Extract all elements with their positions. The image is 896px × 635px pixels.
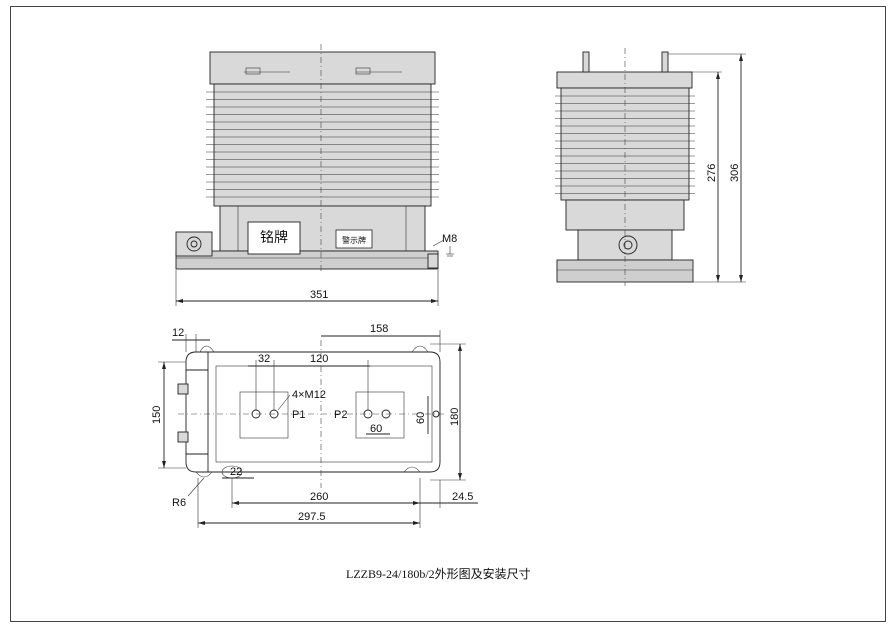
dim-22: 22 bbox=[230, 466, 242, 478]
side-view: 276 306 bbox=[555, 48, 746, 286]
nameplate bbox=[247, 221, 301, 255]
dim-260: 260 bbox=[310, 491, 328, 503]
dim-12: 12 bbox=[172, 327, 184, 339]
radius-r6: R6 bbox=[172, 497, 186, 509]
bolt-spec: 4×M12 bbox=[292, 389, 326, 401]
dim-180: 180 bbox=[449, 408, 461, 426]
nameplate-label: 铭牌 bbox=[260, 229, 288, 246]
terminal-p1: P1 bbox=[292, 409, 305, 421]
front-top-cap bbox=[209, 51, 436, 85]
front-view: 铭牌 警示牌 M8 351 bbox=[175, 44, 457, 306]
plan-outline bbox=[185, 351, 441, 473]
terminal-p2: P2 bbox=[334, 409, 347, 421]
warning-label: 警示牌 bbox=[342, 235, 366, 245]
drawing-caption: LZZB9-24/180b/2外形图及安装尺寸 bbox=[346, 566, 531, 581]
pad-p1 bbox=[239, 391, 289, 439]
side-top-cap bbox=[556, 71, 693, 89]
front-terminal-box bbox=[175, 231, 213, 257]
dim-32: 32 bbox=[258, 353, 270, 365]
dim-297-5: 297.5 bbox=[298, 511, 326, 523]
front-base bbox=[175, 250, 439, 270]
dim-60-vertical: 60 bbox=[415, 412, 427, 424]
warning-plate bbox=[335, 229, 373, 249]
pad-p2 bbox=[355, 391, 405, 439]
bolt-label: M8 bbox=[442, 233, 457, 245]
drawing-frame bbox=[10, 6, 886, 622]
dim-276: 276 bbox=[706, 164, 718, 182]
plan-view: 4×M12 P1 P2 12 158 32 120 150 60 60 bbox=[151, 323, 478, 528]
dim-60-horizontal: 60 bbox=[370, 423, 382, 435]
dim-150: 150 bbox=[151, 406, 163, 424]
dim-158: 158 bbox=[370, 323, 388, 335]
dim-306: 306 bbox=[729, 164, 741, 182]
front-ribs bbox=[206, 91, 439, 198]
dim-120: 120 bbox=[310, 353, 328, 365]
side-terminal bbox=[618, 235, 638, 255]
dim-351: 351 bbox=[310, 289, 328, 301]
front-corrugated-body bbox=[213, 83, 432, 207]
dim-24-5: 24.5 bbox=[452, 491, 473, 503]
